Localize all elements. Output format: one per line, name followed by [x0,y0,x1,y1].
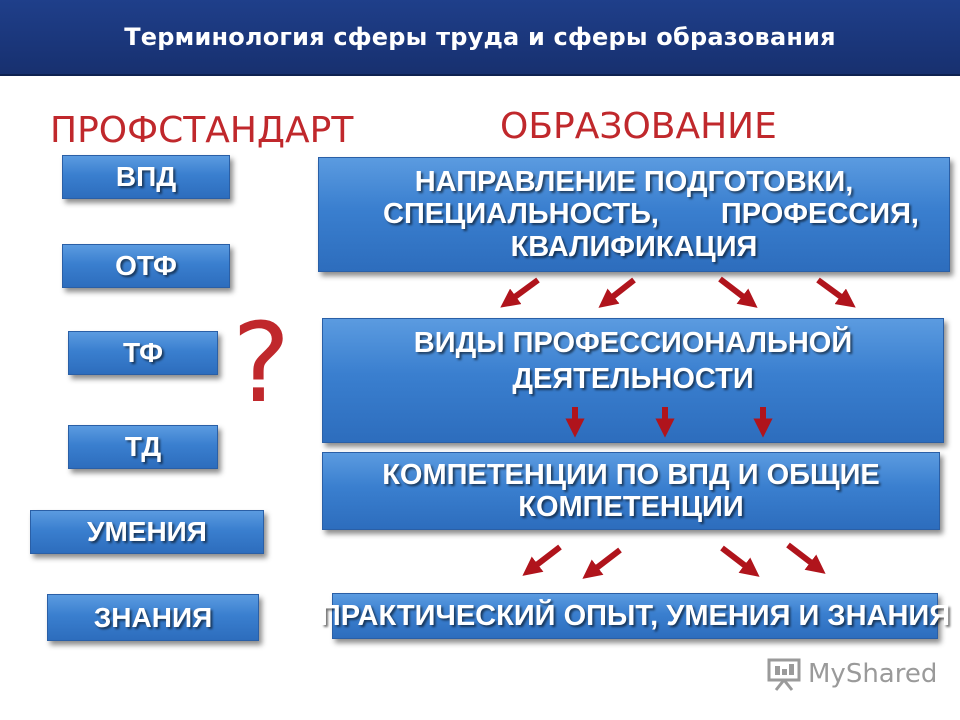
profstandard-title: ПРОФСТАНДАРТ [50,110,354,151]
arrow-down-right-4 [786,542,826,574]
myshared-logo: MyShared [766,656,937,692]
box-vpd: ВПД [62,155,230,199]
box-practice: ПРАКТИЧЕСКИЙ ОПЫТ, УМЕНИЯ И ЗНАНИЯ [320,593,950,639]
box-znaniya: ЗНАНИЯ [47,594,259,641]
arrow-down-left-1 [500,277,540,308]
box-vpd-label: ВПД [115,161,177,193]
box-competencies-line2: КОМПЕТЕНЦИИ [518,491,744,523]
box-td-label: ТД [124,431,162,463]
question-mark: ? [232,299,291,427]
education-title: ОБРАЗОВАНИЕ [500,106,777,147]
box-otf-label: ОТФ [115,250,177,282]
header-bar: Терминология сферы труда и сферы образов… [0,0,960,76]
arrow-down-right-1 [718,276,758,308]
box-competencies: КОМПЕТЕНЦИИ ПО ВПД И ОБЩИЕ КОМПЕТЕНЦИИ [322,452,940,530]
logo-text: MyShared [808,659,938,689]
box-umeniya: УМЕНИЯ [30,510,264,554]
box-umeniya-label: УМЕНИЯ [87,516,207,548]
box-vpd-kinds-line2: ДЕЯТЕЛЬНОСТИ [512,363,754,396]
box-direction-specialty: СПЕЦИАЛЬНОСТЬ, [383,198,659,231]
box-otf: ОТФ [62,244,230,288]
box-direction: НАПРАВЛЕНИЕ ПОДГОТОВКИ, СПЕЦИАЛЬНОСТЬ, П… [318,157,950,272]
arrow-down-left-2 [598,277,636,308]
box-vpd-kinds-line1: ВИДЫ ПРОФЕССИОНАЛЬНОЙ [413,327,853,359]
box-direction-line1: НАПРАВЛЕНИЕ ПОДГОТОВКИ, [414,165,854,198]
box-competencies-line1: КОМПЕТЕНЦИИ ПО ВПД И ОБЩИЕ [382,458,880,491]
box-practice-label: ПРАКТИЧЕСКИЙ ОПЫТ, УМЕНИЯ И ЗНАНИЯ [319,599,951,632]
box-znaniya-label: ЗНАНИЯ [93,601,213,633]
box-direction-profession: ПРОФЕССИЯ, [720,198,919,231]
page-title: Терминология сферы труда и сферы образов… [124,23,836,51]
arrow-down-right-2 [816,277,856,308]
arrow-down-right-3 [720,545,760,577]
box-direction-line2: СПЕЦИАЛЬНОСТЬ, ПРОФЕССИЯ, [319,198,949,230]
box-td: ТД [68,425,218,469]
box-direction-line3: КВАЛИФИКАЦИЯ [510,230,758,263]
arrow-down-left-4 [582,547,622,579]
box-tf: ТФ [68,331,218,375]
arrow-down-left-3 [522,544,562,576]
presentation-board-icon [767,658,801,691]
box-tf-label: ТФ [123,337,163,369]
box-vpd-kinds: ВИДЫ ПРОФЕССИОНАЛЬНОЙ ДЕЯТЕЛЬНОСТИ [322,318,944,443]
